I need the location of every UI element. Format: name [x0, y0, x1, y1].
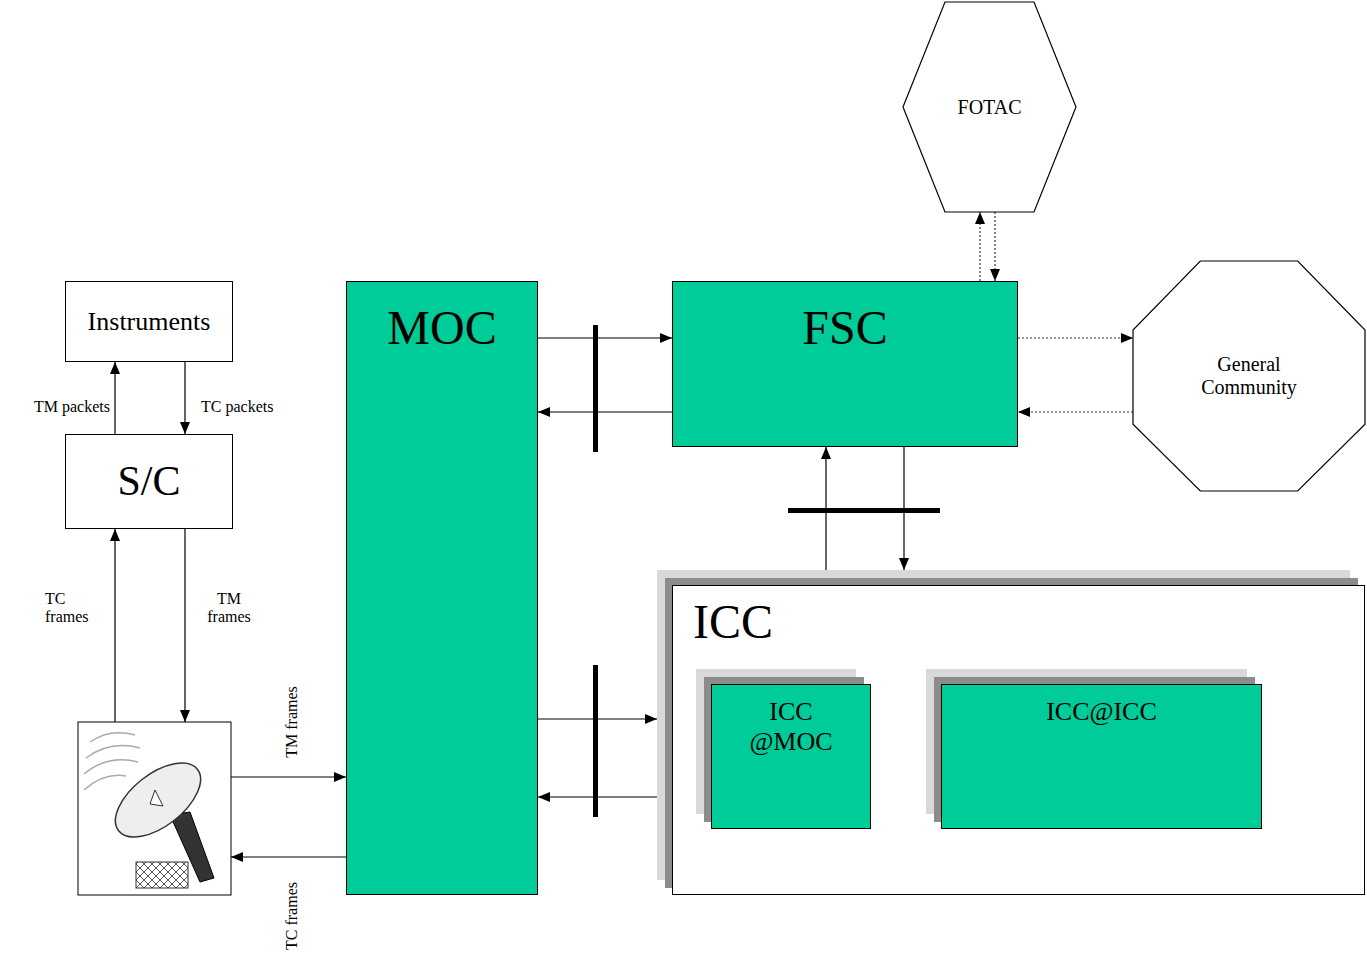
ground-station-icon	[78, 722, 231, 895]
flow-arrow	[184, 362, 185, 434]
telemetry-arrow	[231, 776, 346, 777]
flow-arrow	[538, 796, 657, 797]
centre-box: MOC	[346, 281, 538, 895]
dotted-flow-arrow	[979, 212, 980, 281]
advisory-hexagon: FOTAC	[903, 2, 1076, 212]
flow-arrow	[114, 362, 115, 434]
telecommand-arrow	[231, 856, 346, 857]
node-label: ICC	[693, 594, 773, 649]
downlink-arrow	[184, 529, 185, 722]
centre-box: FSC	[672, 281, 1018, 447]
uplink-arrow	[114, 529, 115, 722]
flow-label: TM packets	[8, 398, 110, 416]
centre-box: ICC @MOC	[711, 684, 871, 829]
node-label: MOC	[387, 300, 496, 355]
node-label: ICC @MOC	[741, 697, 841, 757]
equipment-box	[136, 862, 188, 888]
flow-arrow	[538, 718, 657, 719]
interface-bar	[593, 665, 598, 817]
hexagon-outline	[903, 2, 1076, 212]
node-label: ICC@ICC	[1046, 697, 1157, 727]
link-label: TM frames	[283, 686, 301, 758]
centre-box: ICC@ICC	[941, 684, 1262, 829]
radio-wave	[86, 746, 140, 758]
community-octagon: General Community	[1133, 261, 1365, 491]
interface-bar	[593, 325, 598, 452]
node-label: FOTAC	[958, 96, 1022, 119]
icon-frame	[78, 722, 231, 895]
flow-label: TC packets	[201, 398, 311, 416]
node-label: Instruments	[88, 307, 211, 337]
octagon-outline	[1133, 261, 1365, 491]
dotted-flow-arrow	[1018, 337, 1133, 338]
centre-group-box: ICC @MOC ICC@ICC ICC	[672, 585, 1365, 895]
spacecraft-box: S/C	[65, 434, 233, 529]
node-label: General Community	[1184, 353, 1314, 399]
link-label: TC frames	[45, 590, 105, 627]
flow-arrow	[825, 447, 826, 570]
flow-arrow	[538, 337, 672, 338]
dotted-flow-arrow	[1018, 411, 1133, 412]
flow-arrow	[903, 447, 904, 570]
instrument-box: Instruments	[65, 281, 233, 362]
flow-arrow	[538, 411, 672, 412]
radio-wave	[84, 760, 138, 774]
antenna-dish	[103, 749, 214, 852]
radio-wave	[90, 733, 135, 742]
node-label: FSC	[802, 300, 887, 355]
dotted-flow-arrow	[994, 212, 995, 281]
node-label: S/C	[117, 457, 180, 505]
link-label: TM frames	[196, 590, 262, 627]
link-label: TC frames	[283, 882, 301, 950]
radio-wave	[84, 775, 126, 790]
antenna-feed	[150, 790, 163, 806]
interface-bar	[788, 508, 940, 513]
